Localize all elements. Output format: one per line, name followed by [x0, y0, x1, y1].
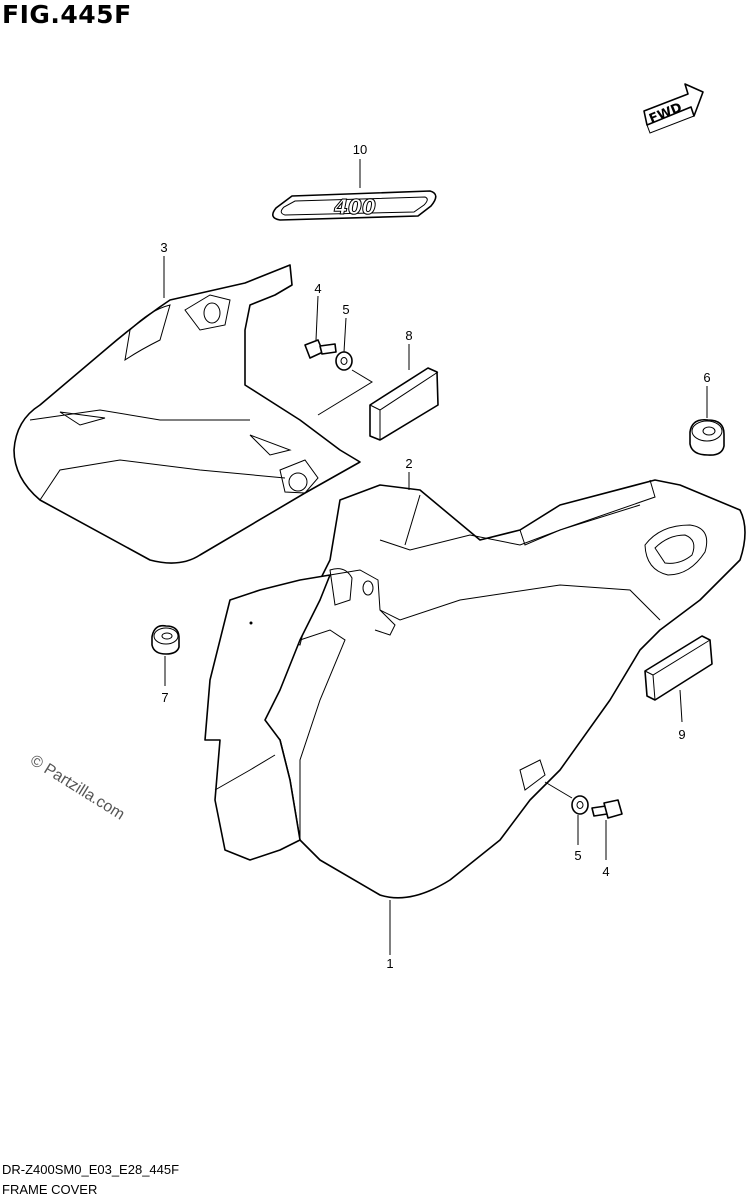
part-3-left-frame-cover — [13, 264, 361, 564]
callout-6: 6 — [703, 370, 710, 385]
part-1-frame-cover-lower — [204, 574, 546, 861]
callout-5-bottom: 5 — [574, 848, 581, 863]
part-2-frame-cover-upper — [254, 479, 746, 899]
part-9-pad — [644, 635, 713, 701]
part-5-washer-top — [335, 351, 353, 371]
part-4-bolt-bottom — [591, 799, 623, 819]
callout-4-top: 4 — [314, 281, 321, 296]
footer-diagram-name: FRAME COVER — [2, 1182, 98, 1197]
footer-diagram-code: DR-Z400SM0_E03_E28_445F — [2, 1162, 180, 1177]
figure-title: FIG.445F — [2, 0, 132, 29]
callout-10: 10 — [353, 142, 367, 157]
callout-8: 8 — [405, 328, 412, 343]
callout-7: 7 — [161, 690, 168, 705]
part-6-grommet — [689, 418, 725, 456]
callout-9: 9 — [678, 727, 685, 742]
part-5-washer-bottom — [571, 795, 589, 815]
part-4-bolt-top — [304, 339, 337, 359]
part-10-emblem: 400 — [272, 190, 437, 221]
callout-5-top: 5 — [342, 302, 349, 317]
callout-4-bottom: 4 — [602, 864, 609, 879]
fwd-arrow-icon: FWD — [643, 83, 704, 134]
part-8-pad — [369, 367, 439, 441]
emblem-text: 400 — [333, 195, 376, 219]
part-7-grommet — [151, 624, 180, 655]
callout-1: 1 — [386, 956, 393, 971]
callout-3: 3 — [160, 240, 167, 255]
callout-2: 2 — [405, 456, 412, 471]
